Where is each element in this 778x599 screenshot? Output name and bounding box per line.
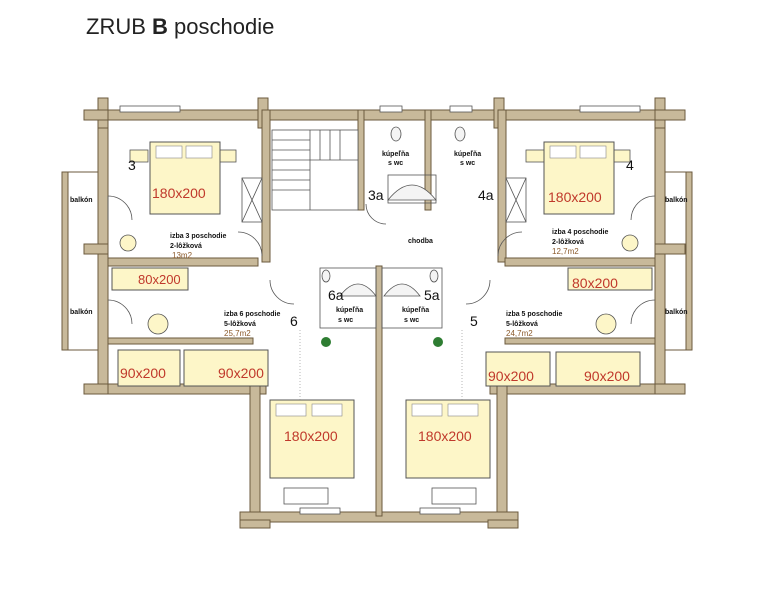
room-4-name: izba 4 poschodie <box>552 229 609 236</box>
bed-room6-b <box>183 349 269 387</box>
bedside-tables <box>119 149 639 335</box>
bath-6a-number: 6a <box>328 287 344 303</box>
title-suffix: poschodie <box>174 14 275 39</box>
room-5-area: 24,7m2 <box>506 329 533 338</box>
bed-room5-single <box>567 267 653 291</box>
balcony-label-left-top: balkón <box>70 197 93 204</box>
corridor-label: chodba <box>408 238 433 245</box>
room-6-number: 6 <box>290 313 298 329</box>
walls <box>83 97 686 529</box>
bed-label-room5-double: 180x200 <box>418 428 472 444</box>
room-5-beds: 5-lôžková <box>506 321 538 328</box>
bath-3a-number: 3a <box>368 187 384 203</box>
page-title: ZRUB B poschodie <box>86 14 274 40</box>
bed-label-room6-single: 80x200 <box>138 272 181 287</box>
title-letter: B <box>152 14 168 39</box>
bath-4a-label2: s wc <box>460 160 475 167</box>
balcony-label-right-top: balkón <box>665 197 688 204</box>
room-6-area: 25,7m2 <box>224 329 251 338</box>
bath-3a-label2: s wc <box>388 160 403 167</box>
bath-5a-label1: kúpeľňa <box>402 307 429 314</box>
bed-label-room4: 180x200 <box>548 189 602 205</box>
windows <box>119 105 641 515</box>
room-4-area: 12,7m2 <box>552 247 579 256</box>
bathroom-fixtures-upper <box>387 126 466 204</box>
bed-label-room6-a: 90x200 <box>120 365 166 381</box>
room-5-name: izba 5 poschodie <box>506 311 563 318</box>
bath-4a-number: 4a <box>478 187 494 203</box>
bed-room5-b <box>555 351 641 387</box>
bed-label-room5-a: 90x200 <box>488 368 534 384</box>
room-4-beds: 2-lôžková <box>552 239 584 246</box>
room-3-number: 3 <box>128 157 136 173</box>
room-3-beds: 2-lôžková <box>170 243 202 250</box>
bed-label-room6-double: 180x200 <box>284 428 338 444</box>
balcony-label-left-bottom: balkón <box>70 309 93 316</box>
doors <box>107 195 656 325</box>
title-prefix: ZRUB <box>86 14 146 39</box>
room-6-beds: 5-lôžková <box>224 321 256 328</box>
room-3-area: 13m2 <box>172 251 193 260</box>
bath-6a-label2: s wc <box>338 317 353 324</box>
plants <box>321 337 443 347</box>
bed-room5-a <box>485 351 551 387</box>
bed-room6-single <box>111 267 189 291</box>
bed-room6-a <box>117 349 181 387</box>
bath-5a-label2: s wc <box>404 317 419 324</box>
room-5-number: 5 <box>470 313 478 329</box>
bed-label-room5-b: 90x200 <box>584 368 630 384</box>
room-3-name: izba 3 poschodie <box>170 233 227 240</box>
staircase <box>271 129 359 211</box>
bath-6a-label1: kúpeľňa <box>336 307 363 314</box>
bed-label-room5-single: 80x200 <box>572 275 618 291</box>
room-4-number: 4 <box>626 157 634 173</box>
bath-4a-label1: kúpeľňa <box>454 151 481 158</box>
pillows <box>155 145 607 417</box>
room-6-name: izba 6 poschodie <box>224 311 281 318</box>
balconies <box>61 171 693 351</box>
balcony-label-right-bottom: balkón <box>665 309 688 316</box>
bathroom-fixtures-lower <box>319 267 443 329</box>
bath-3a-label1: kúpeľňa <box>382 151 409 158</box>
bed-label-room3: 180x200 <box>152 185 206 201</box>
bath-5a-number: 5a <box>424 287 440 303</box>
wardrobes <box>241 177 527 505</box>
bed-label-room6-b: 90x200 <box>218 365 264 381</box>
